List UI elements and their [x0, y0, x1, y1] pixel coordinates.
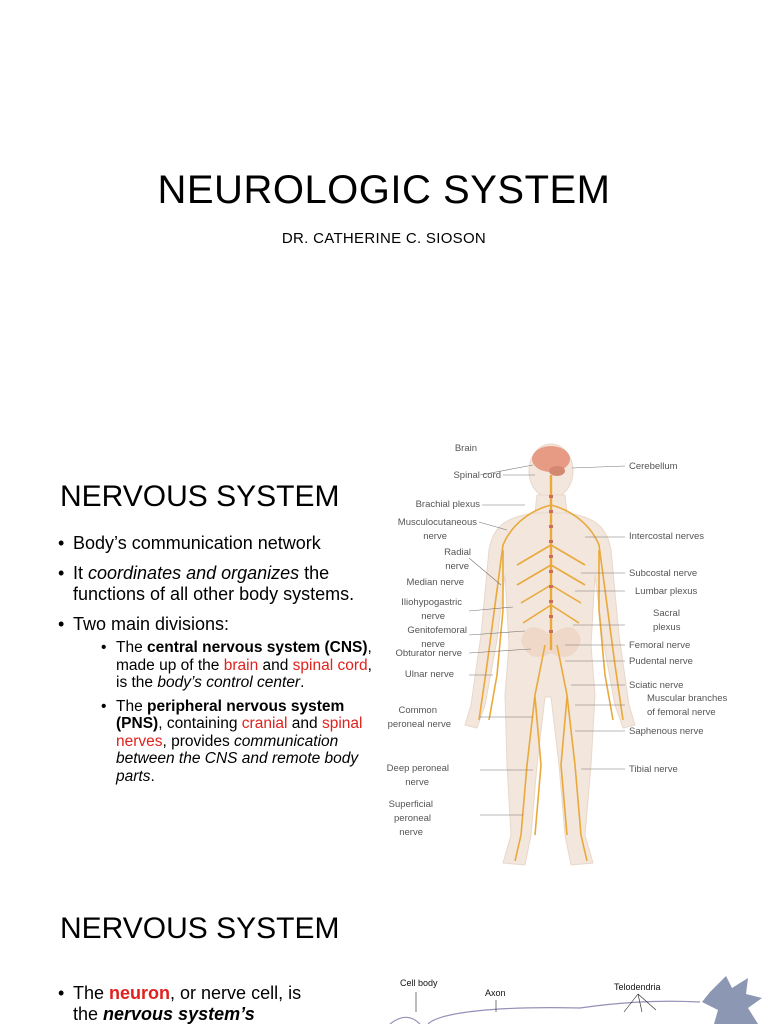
label-deep-peroneal-nerve: nerve	[405, 777, 429, 788]
label-common-peroneal: Common	[398, 705, 437, 716]
bullet-text: Two main divisions:	[73, 614, 230, 634]
cerebellum-shape	[549, 466, 565, 476]
slide-title: NEUROLOGIC SYSTEM	[157, 168, 611, 212]
bullet-item: It coordinates and organizes the functio…	[58, 563, 378, 605]
highlight-spinal-cord: spinal cord	[292, 656, 368, 674]
label-superficial: Superficial	[389, 799, 433, 810]
label-obturator: Obturator nerve	[395, 648, 462, 659]
nervous-system-slide: NERVOUS SYSTEM Body’s communication netw…	[0, 400, 768, 880]
label-brain: Brain	[455, 443, 477, 454]
label-genitofemoral-nerve: nerve	[421, 639, 445, 650]
label-of-femoral-nerve: of femoral nerve	[647, 707, 716, 718]
label-telodendria: Telodendria	[614, 982, 661, 992]
neuron-leaders	[415, 992, 657, 1013]
label-median: Median nerve	[406, 577, 464, 588]
label-deep-peroneal: Deep peroneal	[387, 763, 449, 774]
highlight-cranial: cranial	[241, 715, 288, 732]
label-sciatic: Sciatic nerve	[629, 680, 683, 691]
spine-marks	[549, 495, 553, 633]
bullet-item: Body’s communication network	[58, 533, 378, 554]
bullet-list: The neuron, or nerve cell, is the nervou…	[58, 983, 378, 1024]
label-brachial-plexus: Brachial plexus	[416, 499, 481, 510]
label-common-peroneal-nerve: peroneal nerve	[388, 719, 451, 730]
label-cerebellum: Cerebellum	[629, 461, 678, 472]
label-sacral: Sacral	[653, 608, 680, 619]
neuron-diagram: Cell body Axon Telodendria	[389, 976, 762, 1024]
label-subcostal: Subcostal nerve	[629, 568, 697, 579]
label-musculocutaneous: Musculocutaneous	[398, 517, 477, 528]
label-intercostal: Intercostal nerves	[629, 531, 704, 542]
label-ulnar: Ulnar nerve	[405, 669, 454, 680]
label-musculocutaneous-nerve: nerve	[423, 531, 447, 542]
label-saphenous: Saphenous nerve	[629, 726, 703, 737]
highlight-neuron: neuron	[109, 983, 171, 1003]
sub-bullet-cns: The central nervous system (CNS), made u…	[73, 639, 378, 692]
bullet-text: Body’s communication network	[73, 533, 321, 553]
label-pudental: Pudental nerve	[629, 656, 693, 667]
label-sacral-plexus: plexus	[653, 622, 681, 633]
label-axon: Axon	[485, 988, 506, 998]
highlight-brain: brain	[223, 656, 259, 674]
sub-bullet-list: The central nervous system (CNS), made u…	[73, 639, 378, 785]
label-iliohypogastric-nerve: nerve	[421, 611, 445, 622]
slide-heading: NERVOUS SYSTEM	[60, 912, 340, 945]
label-superficial-peroneal: peroneal	[394, 813, 431, 824]
title-slide: NEUROLOGIC SYSTEM DR. CATHERINE C. SIOSO…	[0, 0, 768, 400]
label-spinal-cord: Spinal cord	[453, 470, 501, 481]
label-lumbar-plexus: Lumbar plexus	[635, 586, 698, 597]
label-cell-body: Cell body	[400, 978, 438, 988]
label-genitofemoral: Genitofemoral	[407, 625, 467, 636]
bullet-text: It	[73, 563, 89, 583]
neuron-processes	[389, 1000, 701, 1024]
cell-body-shape	[702, 976, 762, 1024]
left-labels: Brain Spinal cord Brachial plexus Muscul…	[387, 443, 501, 838]
bullet-list: Body’s communication network It coordina…	[58, 533, 378, 794]
label-radial-nerve: nerve	[445, 561, 469, 572]
label-leaders	[468, 464, 626, 816]
label-muscular-branches: Muscular branches	[647, 693, 728, 704]
nervous-system-diagram: Brain Spinal cord Brachial plexus Muscul…	[387, 443, 728, 866]
label-iliohypogastric: Iliohypogastric	[401, 597, 462, 608]
nerve-network	[478, 475, 624, 862]
brain-shape	[532, 446, 570, 472]
bullet-item: Two main divisions: The central nervous …	[58, 614, 378, 785]
highlight-spinal-nerves: spinal nerves	[116, 715, 363, 750]
label-radial: Radial	[444, 547, 471, 558]
label-femoral: Femoral nerve	[629, 640, 690, 651]
sub-bullet-pns: The peripheral nervous system (PNS), con…	[73, 698, 378, 786]
label-tibial: Tibial nerve	[629, 764, 678, 775]
bullet-italic-text: coordinates and organizes	[88, 563, 300, 583]
right-labels: Cerebellum Intercostal nerves Subcostal …	[629, 461, 728, 775]
neuron-slide: NERVOUS SYSTEM The neuron, or nerve cell…	[0, 880, 768, 1024]
bullet-text: the functions of all other body systems.	[73, 563, 355, 604]
label-superficial-nerve: nerve	[399, 827, 423, 838]
slide-heading: NERVOUS SYSTEM	[60, 480, 340, 513]
slide-subtitle: DR. CATHERINE C. SIOSON	[281, 230, 487, 247]
bullet-item: The neuron, or nerve cell, is the nervou…	[58, 983, 378, 1024]
